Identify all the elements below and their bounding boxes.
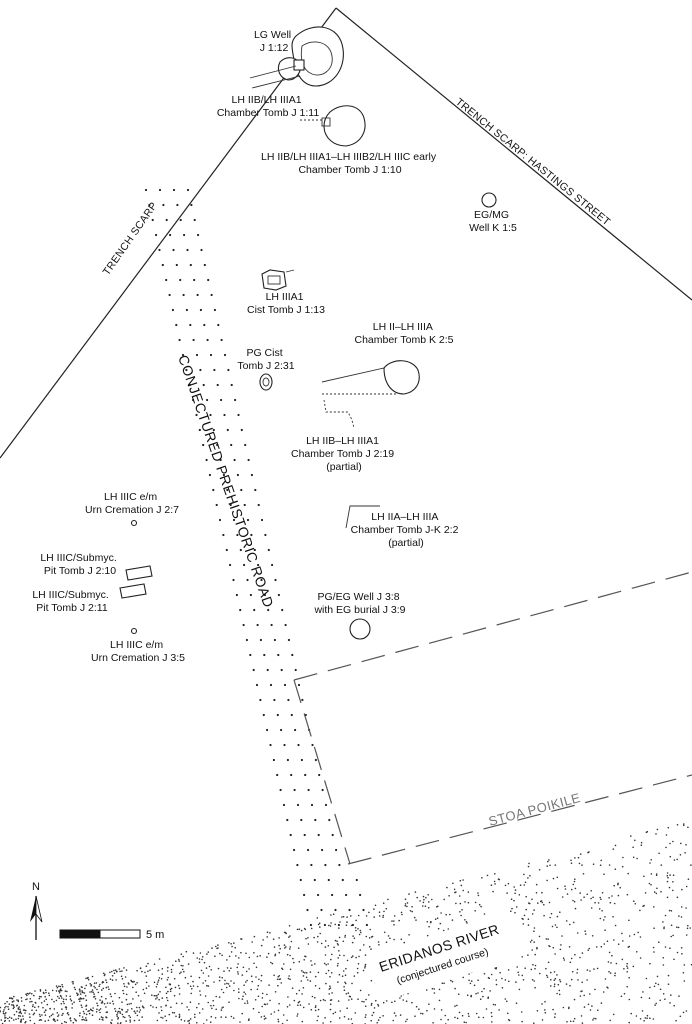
north-label: N [32, 881, 40, 893]
well-k-1-5 [481, 192, 497, 208]
label-pit-j-2-10: LH IIIC/Submyc. Pit Tomb J 2:10 [40, 552, 119, 577]
chamber-tomb-j-2-19 [323, 399, 355, 429]
label-chamber-jk-2-2: LH IIA–LH IIIA Chamber Tomb J-K 2:2 (par… [351, 511, 462, 549]
trench-scarp-west-label: TRENCH SCARP [101, 200, 160, 278]
label-well-k-1-5: EG/MG Well K 1:5 [469, 209, 517, 234]
label-cremation-j-3-5: LH IIIC e/m Urn Cremation J 3:5 [91, 639, 185, 664]
label-cist-j-1-13: LH IIIA1 Cist Tomb J 1:13 [247, 291, 325, 316]
well-j-3-8 [349, 618, 371, 640]
road-label: CONJECTURED PREHISTORIC ROAD [175, 353, 277, 610]
scale-bar [59, 929, 141, 939]
pit-tomb-j-2-11 [119, 583, 147, 599]
label-chamber-j-1-10: LH IIB/LH IIIA1–LH IIIB2/LH IIIC early C… [261, 151, 439, 176]
stoa-poikile-label: STOA POIKILE [487, 790, 582, 829]
cist-tomb-j-1-13 [261, 269, 295, 291]
trench-scarp-west-line [0, 7, 337, 459]
urn-cremation-j-2-7 [130, 519, 138, 527]
road-dot-pattern [144, 188, 368, 927]
lg-well-j-1-12 [249, 26, 344, 89]
chamber-tomb-jk-2-2 [345, 505, 380, 529]
label-well-j-3-8: PG/EG Well J 3:8 with EG burial J 3:9 [313, 591, 405, 616]
chamber-tomb-j-1-11 [300, 105, 366, 147]
river-label-backdrop [366, 909, 524, 1003]
north-arrow-icon [30, 895, 43, 940]
label-pit-j-2-11: LH IIIC/Submyc. Pit Tomb J 2:11 [32, 589, 111, 614]
label-cremation-j-2-7: LH IIIC e/m Urn Cremation J 2:7 [85, 491, 179, 516]
label-lg-well: LG Well J 1:12 [254, 29, 294, 54]
label-pg-cist-j-2-31: PG Cist Tomb J 2:31 [237, 347, 294, 372]
label-chamber-k-2-5: LH II–LH IIIA Chamber Tomb K 2:5 [354, 321, 453, 346]
urn-cremation-j-3-5 [130, 627, 138, 635]
stoa-poikile-outline [293, 571, 692, 865]
label-chamber-j-1-11: LH IIB/LH IIIA1 Chamber Tomb J 1:11 [217, 94, 319, 119]
river-dot-pattern [0, 823, 692, 1024]
pg-cist-tomb-j-2-31 [259, 373, 273, 391]
label-chamber-j-2-19: LH IIB–LH IIIA1 Chamber Tomb J 2:19 (par… [291, 435, 397, 473]
trench-scarp-east-line [335, 7, 692, 301]
chamber-tomb-k-2-5 [321, 360, 420, 395]
scale-label: 5 m [146, 929, 164, 941]
pit-tomb-j-2-10 [125, 565, 153, 581]
